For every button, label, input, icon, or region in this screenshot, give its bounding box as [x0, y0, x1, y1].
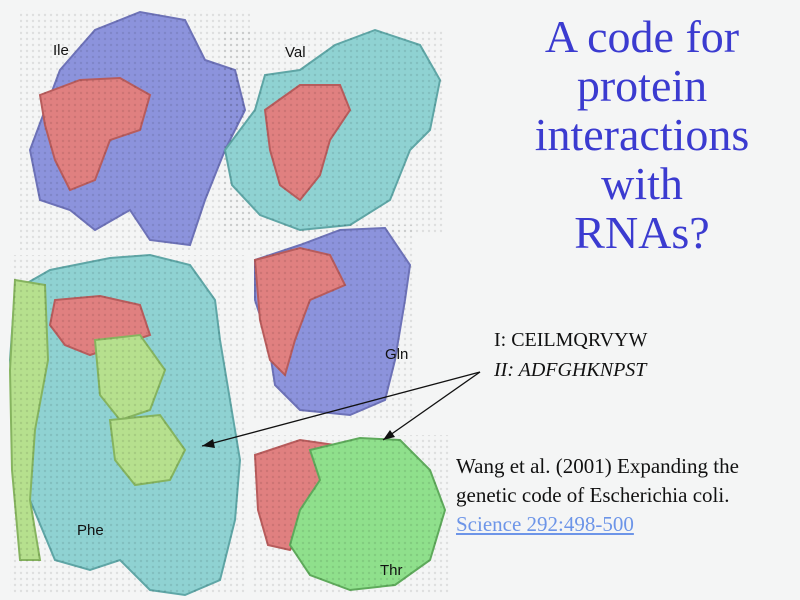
- citation: Wang et al. (2001) Expanding the genetic…: [456, 452, 796, 539]
- pointer-arrows: [201, 371, 481, 448]
- citation-link[interactable]: Science 292:498-500: [456, 512, 634, 536]
- title-line: protein: [576, 60, 708, 111]
- class-1-residues: I: CEILMQRVYW: [494, 329, 648, 351]
- phe-structure: [8, 253, 245, 597]
- ile-structure: [20, 10, 250, 250]
- slide-title: A code for protein interactions with RNA…: [492, 12, 792, 257]
- title-line: interactions: [534, 109, 750, 160]
- gln-label: Gln: [385, 346, 409, 363]
- val-structure: [220, 28, 445, 235]
- synthetase-classes: I: CEILMQRVYW II: ADFGHKNPST: [494, 325, 647, 385]
- title-line: with: [601, 158, 683, 209]
- val-label: Val: [285, 44, 306, 61]
- title-line: A code for: [544, 11, 740, 62]
- phe-label: Phe: [77, 522, 104, 539]
- ile-label: Ile: [53, 42, 69, 59]
- title-line: RNAs?: [574, 207, 710, 258]
- gln-structure: [250, 225, 415, 420]
- thr-structure: [252, 435, 450, 595]
- thr-label: Thr: [380, 562, 403, 579]
- class-2-residues: II: ADFGHKNPST: [494, 359, 647, 381]
- citation-text: Wang et al. (2001) Expanding the genetic…: [456, 454, 739, 507]
